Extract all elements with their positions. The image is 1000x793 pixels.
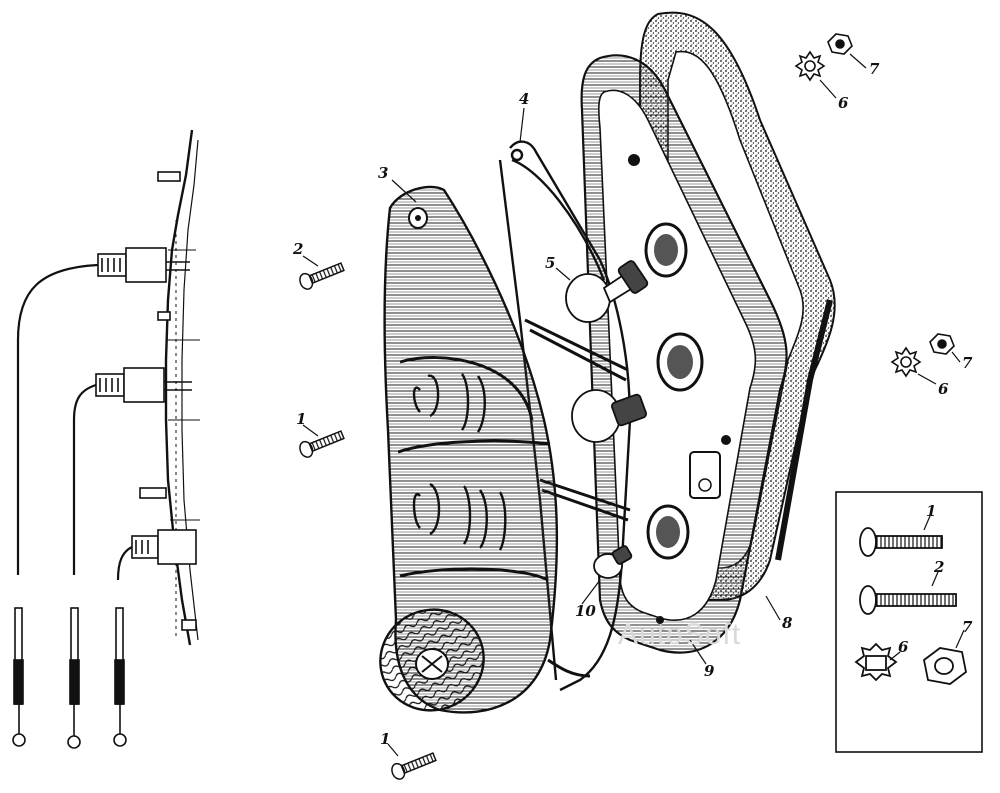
- callout-10: 10: [575, 602, 596, 620]
- loose-hardware: [794, 33, 955, 378]
- callout-7-top: 7: [869, 60, 880, 78]
- bulb-5: [565, 260, 649, 323]
- callout-6-mid: 6: [938, 380, 949, 398]
- inset-bolt-2: [859, 585, 957, 615]
- callout-2: 2: [293, 240, 304, 258]
- bulb-10: [593, 545, 633, 579]
- screw-1-bottom: [391, 752, 437, 780]
- connector-1: [97, 247, 190, 283]
- inset-nut-7: [923, 647, 967, 685]
- callout-9: 9: [704, 662, 715, 680]
- callout-4: 4: [519, 90, 530, 108]
- callout-5: 5: [545, 254, 556, 272]
- bulb-upper-right: [571, 389, 647, 443]
- screw-2: [299, 262, 345, 290]
- inset-callout-7: 7: [962, 618, 973, 636]
- watermark-text: AutoSoft: [618, 618, 742, 651]
- lens-3: [379, 185, 559, 714]
- callout-3: 3: [378, 164, 389, 182]
- washer-6-top: [794, 50, 826, 82]
- washer-6-mid: [890, 346, 922, 378]
- inset-bolt-1: [859, 527, 943, 557]
- body-panel-section: [12, 129, 200, 749]
- inset-callout-6: 6: [898, 638, 909, 656]
- connector-2: [95, 367, 192, 403]
- terminal-leads: [12, 607, 127, 749]
- callout-6-top: 6: [838, 94, 849, 112]
- callout-1-bottom: 1: [380, 730, 391, 748]
- housing-9: [580, 54, 788, 654]
- connector-3: [131, 529, 197, 565]
- bulbs: [565, 260, 649, 579]
- nut-7-mid: [929, 333, 955, 355]
- inset-callout-1: 1: [926, 502, 937, 520]
- callout-8: 8: [782, 614, 793, 632]
- inset-panel: [835, 491, 983, 753]
- callout-1-top: 1: [296, 410, 307, 428]
- nut-7-top: [827, 33, 853, 55]
- inset-callout-2: 2: [934, 558, 945, 576]
- screw-1-top: [299, 430, 345, 458]
- loose-screws: [299, 262, 437, 780]
- callout-7-mid: 7: [962, 354, 973, 372]
- inset-washer-6: [854, 642, 898, 682]
- leader-lines: [302, 53, 965, 757]
